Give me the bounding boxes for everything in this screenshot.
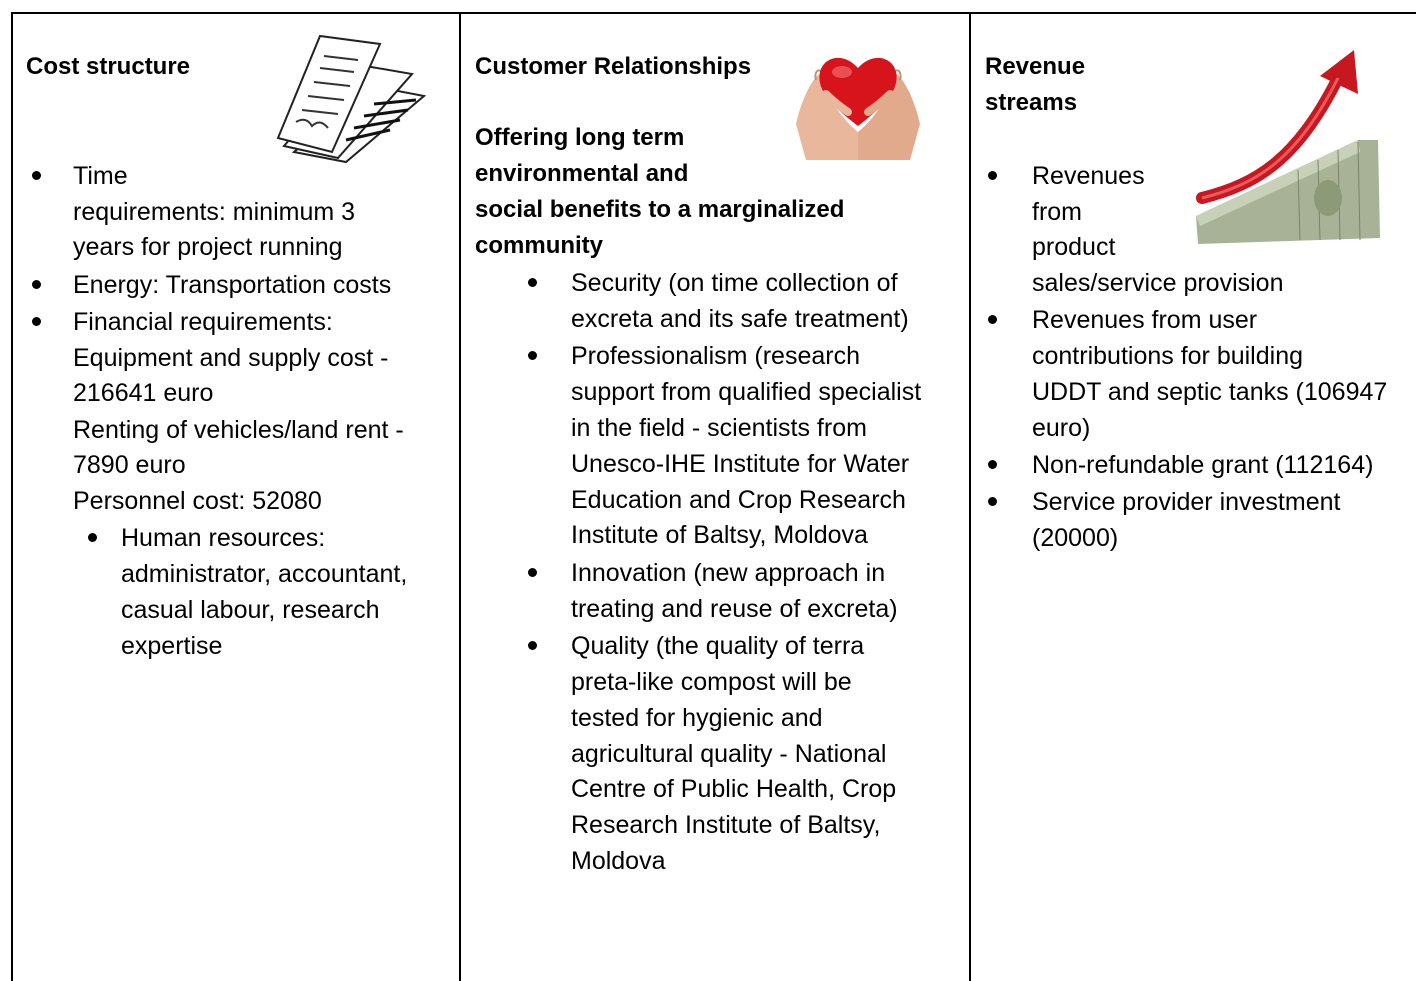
relationship-item-text: in the field - scientists from [571, 414, 867, 442]
relationship-item-text: Moldova [571, 847, 666, 875]
relationship-item-text: Innovation (new approach in [571, 559, 886, 587]
bullet [988, 460, 997, 469]
cost-item-text: 7890 euro [73, 451, 186, 479]
relationship-item-text: support from qualified specialist [571, 378, 922, 406]
relationship-item-text: agricultural quality - National [571, 740, 887, 768]
customer-relationships-heading: Customer Relationships [475, 53, 752, 80]
cost-subitem-text: expertise [121, 632, 223, 660]
bullet [528, 641, 537, 650]
bullet [528, 351, 537, 360]
bullet [528, 278, 537, 287]
cost-item-text: Energy: Transportation costs [73, 271, 392, 299]
revenue-item-text: Revenues from user [1032, 306, 1258, 334]
bullet [988, 497, 997, 506]
sub-bullet [88, 533, 97, 542]
document-pages-icon [254, 34, 426, 168]
cost-item-text: years for project running [73, 233, 343, 261]
cost-item-text: Financial requirements: [73, 308, 333, 336]
customer-relationships-subheading: Offering long term [475, 124, 685, 151]
cost-subitem-text: casual labour, research [121, 596, 380, 624]
relationship-item-text: Institute of Baltsy, Moldova [571, 521, 868, 549]
customer-relationships-subheading: community [475, 232, 604, 259]
rising-arrow-money-icon [1188, 48, 1389, 248]
cost-item-text: 216641 euro [73, 379, 214, 407]
cost-subitem-text: Human resources: [121, 524, 326, 552]
relationship-item-text: Unesco-IHE Institute for Water [571, 450, 910, 478]
cost-structure-heading: Cost structure [26, 53, 191, 80]
revenue-item-text: euro) [1032, 414, 1091, 442]
relationship-item-text: Centre of Public Health, Crop [571, 775, 897, 803]
cost-item-text: Equipment and supply cost - [73, 344, 389, 372]
revenue-item-text: Non-refundable grant (112164) [1032, 451, 1374, 479]
bullet [528, 568, 537, 577]
relationship-item-text: excreta and its safe treatment) [571, 305, 909, 333]
relationship-item-text: Education and Crop Research [571, 486, 906, 514]
relationship-item-text: Research Institute of Baltsy, [571, 811, 881, 839]
revenue-item-text: from [1032, 198, 1082, 226]
bullet [988, 171, 997, 180]
revenue-item-text: sales/service provision [1032, 269, 1284, 297]
revenue-item-text: Service provider investment [1032, 488, 1341, 516]
table-left-border [11, 12, 13, 981]
relationship-item-text: tested for hygienic and [571, 704, 823, 732]
bullet [988, 315, 997, 324]
customer-relationships-subheading: environmental and [475, 160, 689, 187]
revenue-streams-heading: streams [985, 89, 1078, 116]
relationship-item-text: preta-like compost will be [571, 668, 852, 696]
column-divider-2 [969, 12, 971, 981]
bullet [32, 171, 41, 180]
table-top-border [11, 12, 1416, 14]
revenue-item-text: Revenues [1032, 162, 1145, 190]
customer-relationships-subheading: social benefits to a marginalized [475, 196, 845, 223]
revenue-item-text: UDDT and septic tanks (106947 [1032, 378, 1388, 406]
bullet [32, 280, 41, 289]
cost-subitem-text: administrator, accountant, [121, 560, 408, 588]
revenue-item-text: (20000) [1032, 524, 1119, 552]
revenue-item-text: product [1032, 233, 1116, 261]
cost-item-text: Renting of vehicles/land rent - [73, 416, 404, 444]
heart-in-hands-icon [792, 28, 924, 160]
revenue-streams-heading: Revenue [985, 53, 1086, 80]
revenue-item-text: contributions for building [1032, 342, 1303, 370]
cost-item-text: Personnel cost: 52080 [73, 487, 322, 515]
relationship-item-text: Quality (the quality of terra [571, 632, 865, 660]
relationship-item-text: Security (on time collection of [571, 269, 898, 297]
cost-item-text: requirements: minimum 3 [73, 198, 356, 226]
column-divider-1 [459, 12, 461, 981]
cost-item-text: Time [73, 162, 128, 190]
relationship-item-text: Professionalism (research [571, 342, 860, 370]
bullet [32, 317, 41, 326]
relationship-item-text: treating and reuse of excreta) [571, 595, 898, 623]
